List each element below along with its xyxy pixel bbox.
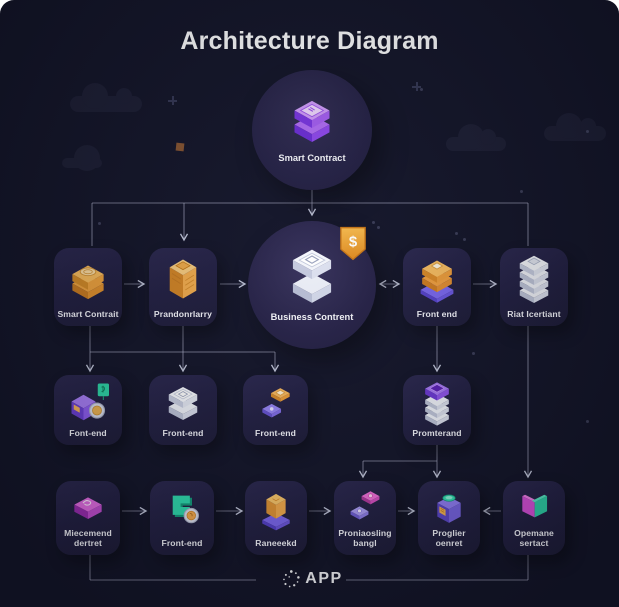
node-label: Proniaosling bangl bbox=[338, 527, 392, 549]
node-smart-contract-hub: Smart Contract bbox=[252, 70, 372, 190]
node-label: Front-end bbox=[255, 428, 296, 439]
app-brand: APP bbox=[281, 569, 342, 589]
star-dot bbox=[586, 130, 589, 133]
node-front-end-r3a: Front-end bbox=[149, 375, 217, 445]
silver-stack-icon bbox=[519, 255, 549, 303]
sparkle-icon bbox=[283, 570, 300, 588]
plus-decoration bbox=[168, 96, 177, 105]
star-dot bbox=[472, 352, 475, 355]
plus-decoration bbox=[412, 82, 421, 91]
node-promterand: Promterand bbox=[403, 375, 471, 445]
node-front-end-r2: Front end bbox=[403, 248, 471, 326]
node-label: Opemane sertact bbox=[514, 527, 554, 549]
node-miecemend-dertret: Miecemend dertret bbox=[56, 481, 120, 555]
node-raneeekd: Raneeekd bbox=[245, 481, 307, 555]
node-label: Front-end bbox=[161, 538, 203, 549]
silver-layers-business-icon bbox=[292, 250, 332, 304]
star-dot bbox=[455, 232, 458, 235]
node-prandonrlarry: Prandonrlarry bbox=[149, 248, 217, 326]
node-label: Proglier oenret bbox=[432, 527, 466, 549]
star-dot bbox=[372, 221, 375, 224]
node-label: Miecemend dertret bbox=[64, 527, 112, 549]
purple-layers-icon bbox=[294, 101, 330, 143]
node-smart-contrait: Smart Contrait bbox=[54, 248, 122, 326]
cloud-decoration bbox=[446, 124, 506, 151]
cloud-decoration bbox=[70, 83, 142, 112]
node-opemane-sertact: Opemane sertact bbox=[503, 481, 565, 555]
node-riat-icertiant: Riat Icertiant bbox=[500, 248, 568, 326]
node-proniaosling-bangl: Proniaosling bangl bbox=[334, 481, 396, 555]
node-label: Promterand bbox=[412, 428, 462, 439]
two-flat-boxes-icon bbox=[350, 491, 380, 520]
star-dot bbox=[420, 88, 423, 91]
flat-tiles-icon bbox=[261, 388, 290, 418]
star-dot bbox=[463, 238, 466, 241]
node-label: Business Contrent bbox=[270, 312, 354, 323]
magenta-teal-blocks-icon bbox=[522, 494, 548, 518]
node-label: Front-end bbox=[162, 428, 204, 439]
star-dot bbox=[520, 190, 523, 193]
purple-cube-teal-coin-icon bbox=[437, 494, 461, 523]
teal-c-coin-icon bbox=[172, 495, 199, 524]
silver-layers-icon bbox=[168, 387, 198, 420]
orange-cube-coin-icon bbox=[72, 265, 104, 300]
star-dot bbox=[377, 226, 380, 229]
star-dot bbox=[586, 420, 589, 423]
node-label: Prandonrlarry bbox=[153, 309, 213, 320]
node-label: Front end bbox=[416, 309, 458, 320]
node-front-end-r3b: Front-end bbox=[243, 375, 308, 445]
node-label: Smart Contrait bbox=[57, 309, 119, 320]
node-front-end-r4: Front-end bbox=[150, 481, 214, 555]
cloud-decoration bbox=[62, 145, 102, 171]
node-font-end: Font-end bbox=[54, 375, 122, 445]
magenta-flat-box-icon bbox=[74, 497, 102, 519]
cloud-decoration bbox=[544, 113, 606, 141]
node-proglier-oenret: Proglier oenret bbox=[418, 481, 480, 555]
orange-tall-box-icon bbox=[169, 259, 197, 299]
badge-dollar-text: $ bbox=[349, 233, 358, 250]
purple-silver-stack-icon bbox=[425, 382, 449, 426]
purple-cube-coin-tag-icon bbox=[71, 383, 109, 421]
node-label: Riat Icertiant bbox=[507, 309, 561, 320]
dollar-badge-icon: $ bbox=[340, 226, 366, 261]
node-label: Font-end bbox=[69, 428, 107, 439]
node-label: Smart Contract bbox=[278, 153, 346, 164]
star-dot bbox=[98, 222, 101, 225]
app-brand-label: APP bbox=[305, 570, 343, 587]
page-title: Architecture Diagram bbox=[180, 27, 439, 55]
orange-cube-base-icon bbox=[262, 493, 290, 531]
orange-layers-purple-base-icon bbox=[420, 260, 454, 303]
node-label: Raneeekd bbox=[255, 538, 297, 549]
